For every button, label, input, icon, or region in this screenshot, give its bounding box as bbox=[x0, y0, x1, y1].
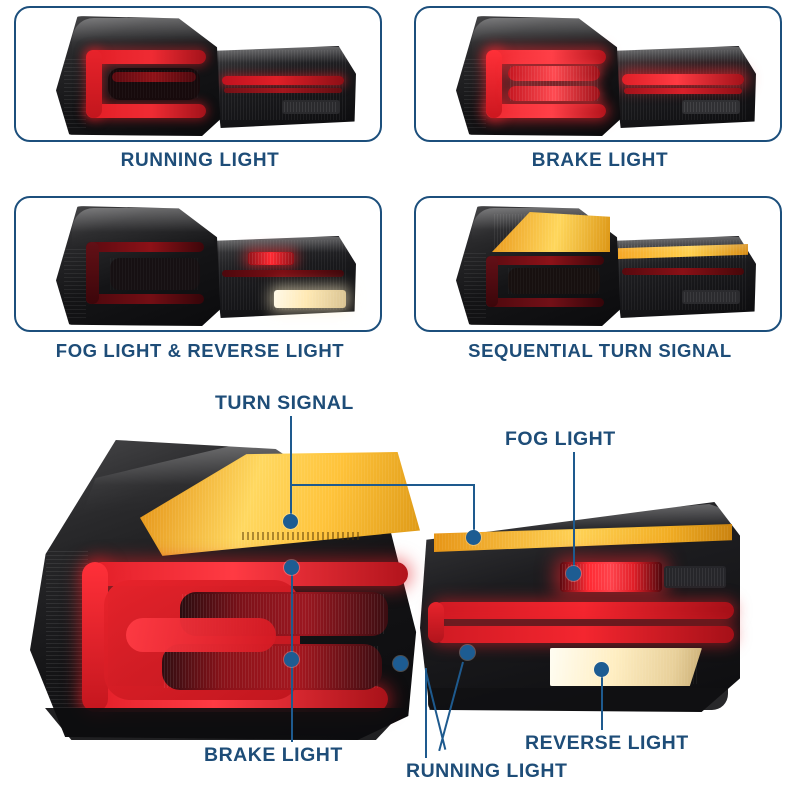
leader-line-branch bbox=[290, 484, 475, 486]
callout-label-running-light: RUNNING LIGHT bbox=[406, 760, 568, 782]
callout-label-turn-signal: TURN SIGNAL bbox=[215, 392, 354, 414]
callout-dot-running-light-left bbox=[393, 656, 408, 671]
callout-dot-brake-light-lower bbox=[284, 652, 299, 667]
taillight-illustration-fog-reverse-light bbox=[56, 206, 356, 328]
mode-caption: FOG LIGHT & REVERSE LIGHT bbox=[55, 340, 345, 361]
callout-dot-turn-signal bbox=[283, 514, 298, 529]
callout-dot-running-light-right bbox=[460, 645, 475, 660]
callout-label-brake-light: BRAKE LIGHT bbox=[204, 744, 343, 766]
mode-caption: RUNNING LIGHT bbox=[120, 150, 280, 171]
mode-cell-sequential-turn-signal[interactable]: SEQUENTIAL TURN SIGNAL bbox=[400, 190, 800, 380]
mode-frame bbox=[14, 196, 382, 332]
mode-cell-fog-reverse-light[interactable]: FOG LIGHT & REVERSE LIGHT bbox=[0, 190, 400, 380]
callout-dot-brake-light-upper bbox=[284, 560, 299, 575]
callout-dot-reverse-light bbox=[594, 662, 609, 677]
mode-grid: RUNNING LIGHT bbox=[0, 0, 800, 380]
mode-frame bbox=[414, 196, 782, 332]
mode-frame bbox=[414, 6, 782, 142]
callout-dot-fog-light bbox=[566, 566, 581, 581]
callout-label-reverse-light: REVERSE LIGHT bbox=[525, 732, 689, 754]
callout-label-fog-light: FOG LIGHT bbox=[505, 428, 616, 450]
mode-frame bbox=[14, 6, 382, 142]
taillight-illustration-brake-light bbox=[456, 16, 756, 138]
mode-caption: BRAKE LIGHT bbox=[531, 150, 669, 171]
leader-line bbox=[425, 668, 427, 758]
leader-line bbox=[290, 416, 292, 521]
leader-line bbox=[601, 668, 603, 730]
taillight-illustration-sequential-turn-signal bbox=[456, 206, 756, 328]
mode-cell-brake-light[interactable]: BRAKE LIGHT bbox=[400, 0, 800, 190]
taillight-illustration-running-light bbox=[56, 16, 356, 138]
callout-dot-turn-signal-secondary bbox=[466, 530, 481, 545]
leader-line-branch-drop bbox=[473, 484, 475, 536]
annotated-taillight-diagram: TURN SIGNAL FOG LIGHT BRAKE LIGHT bbox=[0, 380, 800, 800]
mode-cell-running-light[interactable]: RUNNING LIGHT bbox=[0, 0, 400, 190]
mode-caption: SEQUENTIAL TURN SIGNAL bbox=[468, 340, 732, 361]
taillight-assembly-large bbox=[30, 440, 740, 750]
leader-line bbox=[573, 452, 575, 573]
